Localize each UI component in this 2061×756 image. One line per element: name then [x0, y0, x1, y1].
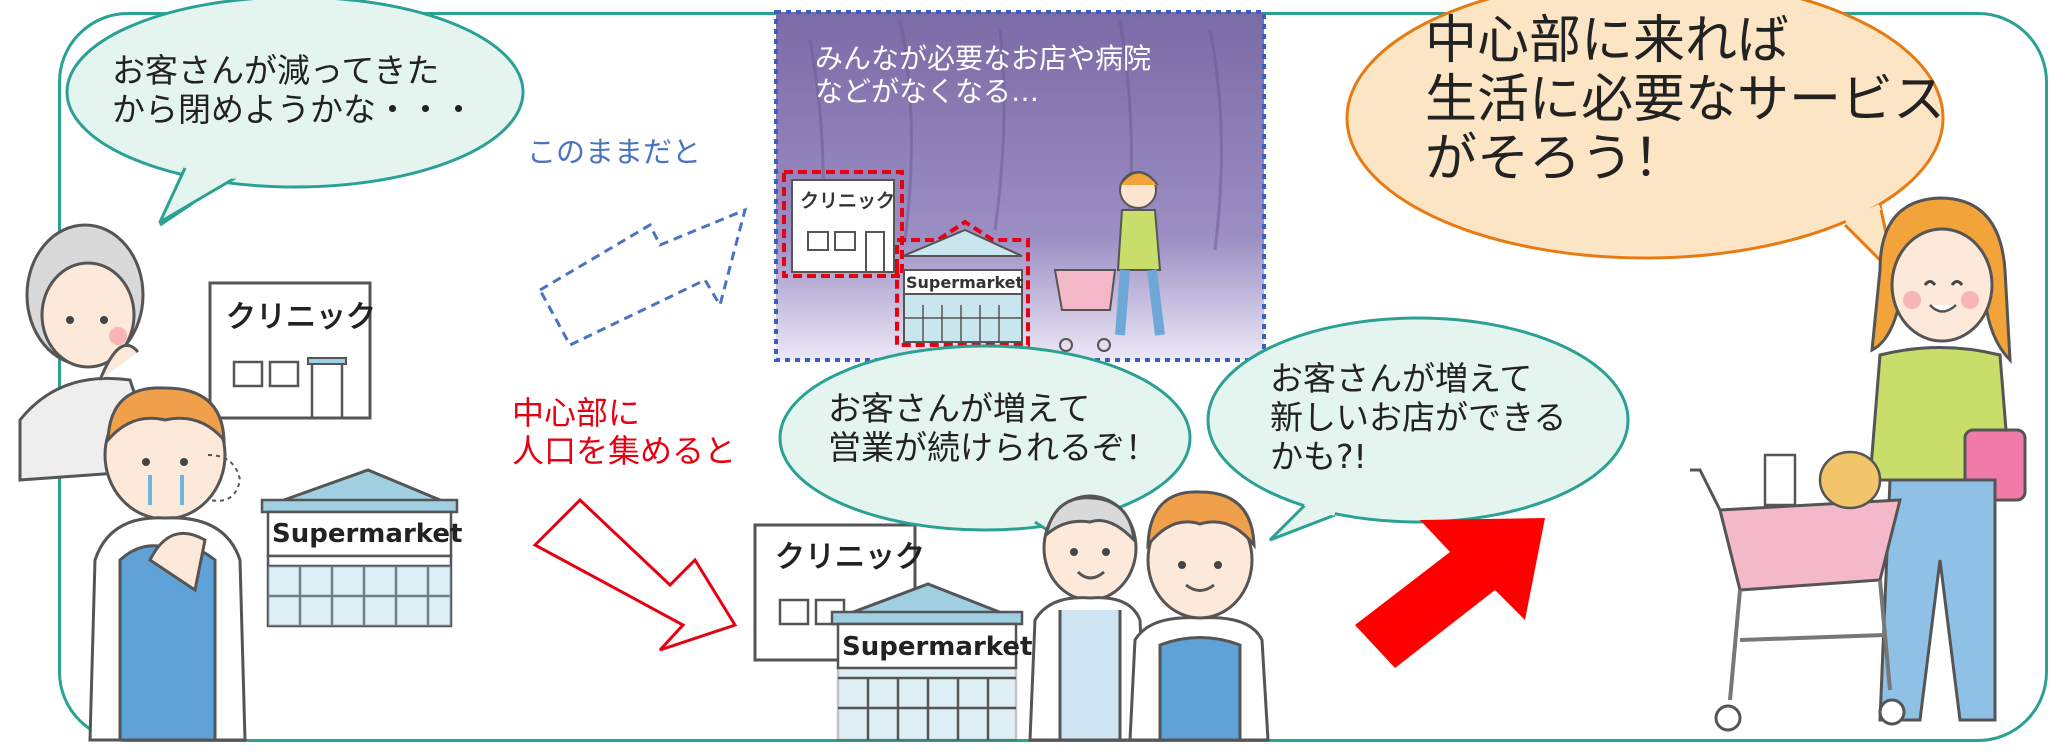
bubble-worried-owner	[65, 0, 525, 227]
happy-owners-illustration	[1028, 490, 1270, 742]
label-gather-population: 中心部に 人口を集めると	[512, 394, 737, 470]
clinic-label-left: クリニック	[226, 300, 376, 335]
shopper-illustration	[1690, 196, 2027, 732]
clinic-label-future: クリニック	[800, 190, 896, 212]
bubble-shopper	[1345, 0, 1945, 280]
outline-arrow-icon	[532, 497, 738, 652]
speech-bubble-worried-owner: お客さんが減ってきた から閉めようかな・・・	[112, 51, 475, 129]
clinic-label-center: クリニック	[775, 540, 925, 575]
speech-bubble-shopper: 中心部に来れば 生活に必要なサービス がそろう！	[1425, 11, 1946, 189]
supermarket-building-left	[260, 468, 459, 628]
label-if-continues: このままだと	[527, 135, 702, 169]
future-scene	[774, 10, 1266, 362]
dashed-arrow-icon	[537, 207, 748, 347]
worried-people-illustration	[18, 223, 247, 742]
supermarket-label-left: Supermarket	[272, 519, 463, 549]
supermarket-label-center: Supermarket	[842, 632, 1033, 662]
speech-bubble-owners-happy: お客さんが増えて 営業が続けられるぞ！	[828, 389, 1158, 467]
supermarket-building-center	[830, 582, 1024, 742]
bubble-new-shops	[1206, 316, 1630, 542]
supermarket-label-future: Supermarket	[906, 273, 1024, 292]
clinic-building-left	[208, 281, 372, 420]
solid-arrow-icon	[1355, 518, 1545, 668]
future-warning-text: みんなが必要なお店や病院 などがなくなる…	[815, 42, 1152, 109]
speech-bubble-new-shops: お客さんが増えて 新しいお店ができる かも?!	[1270, 359, 1567, 476]
